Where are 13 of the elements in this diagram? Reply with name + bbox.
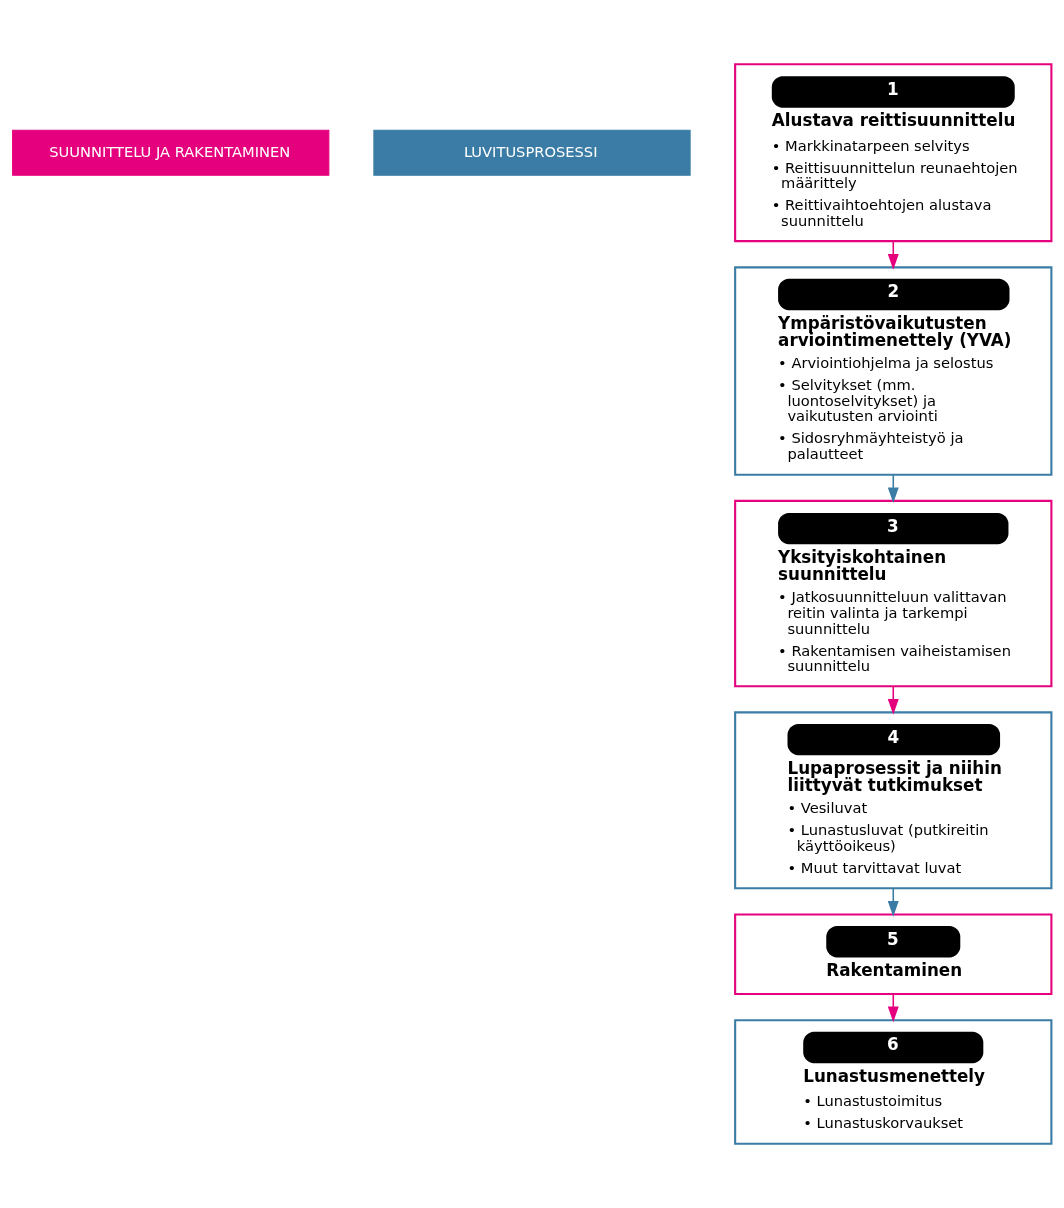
node-box: 4 Lupaprosessit ja niihin liittyvät tutkimukset • Vesiluvat • Lunastusluvat (putkireitin käyttöoikeus) • Muut tarvittavat luvat [734, 711, 1053, 890]
node-box: 1 Alustava reittisuunnittelu • Markkinatarpeen selvitys • Reittisuunnittelun reunaehtojen määrittely • Reittivaihtoehtojen alustava suunnittelu [734, 63, 1053, 243]
node-box: SUUNNITTELU JA RAKENTAMINEN [12, 129, 330, 176]
node-box: 5 Rakentaminen [734, 913, 1053, 996]
arrow [887, 240, 899, 270]
node-box: LUVITUSPROSESSI [373, 129, 691, 176]
arrow [887, 993, 899, 1023]
arrow [887, 685, 899, 715]
node-box: 3 Yksityiskohtainen suunnittelu • Jatkosuunnitteluun valittavan reitin valinta ja tarkempi suunnittelu • Rakentamisen vaiheistamisen suunnittelu [734, 499, 1053, 688]
node-box: 6 Lunastusmenettely • Lunastustoimitus • Lunastuskorvaukset [734, 1019, 1053, 1145]
node-box: 2 Ympäristövaikutusten arviointimenettely (YVA) • Arviointiohjelma ja selostus • Selvitykset (mm. luontoselvitykset) ja vaikutusten arviointi • Sidosryhmäyhteistyö ja palautteet [734, 266, 1053, 476]
arrow [887, 474, 899, 504]
arrow [887, 887, 899, 917]
